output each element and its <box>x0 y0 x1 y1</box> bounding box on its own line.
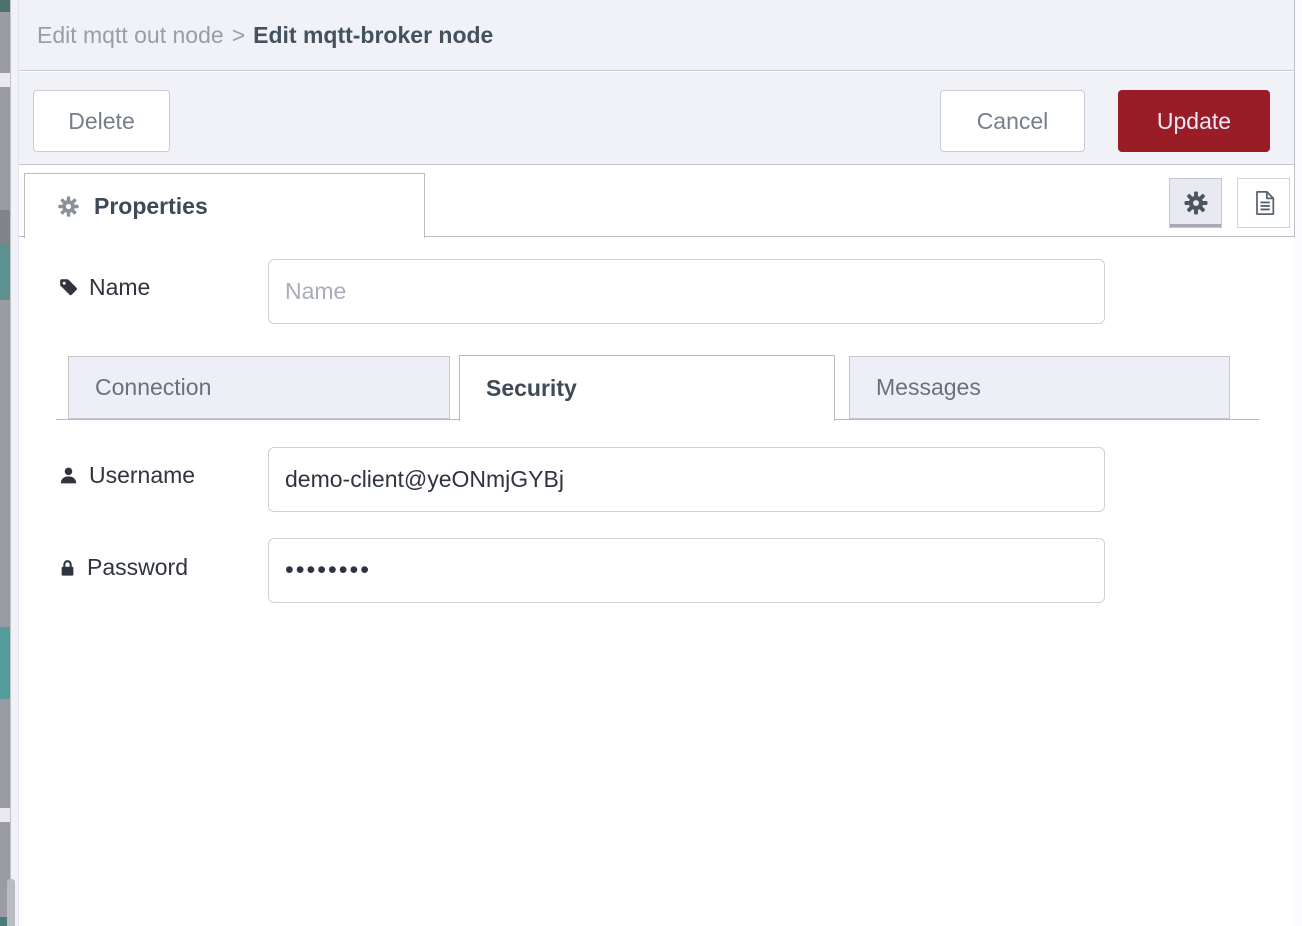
settings-gear-icon <box>1183 190 1209 216</box>
breadcrumb-parent[interactable]: Edit mqtt out node <box>37 21 224 48</box>
subtab-security[interactable]: Security <box>459 355 835 421</box>
palette-edge-segment <box>0 808 10 822</box>
node-description-button[interactable] <box>1237 178 1290 228</box>
palette-edge-segment <box>0 0 10 12</box>
breadcrumb: Edit mqtt out node > Edit mqtt-broker no… <box>11 0 1294 71</box>
username-label: Username <box>58 462 195 489</box>
doc-icon <box>1250 189 1278 217</box>
palette-edge-segment <box>0 917 10 926</box>
subtab-messages[interactable]: Messages <box>849 356 1230 419</box>
user-icon <box>58 465 79 486</box>
palette-edge-segment <box>0 73 10 87</box>
tray-resize-handle[interactable] <box>11 0 19 926</box>
name-label: Name <box>58 274 150 301</box>
broker-subtabs: Connection Security Messages <box>56 355 1259 421</box>
tag-icon <box>58 277 79 298</box>
palette-edge-segment <box>0 627 10 699</box>
password-label-text: Password <box>87 554 188 580</box>
breadcrumb-current: Edit mqtt-broker node <box>253 21 494 48</box>
scrollbar-thumb[interactable] <box>7 879 15 926</box>
breadcrumb-separator: > <box>231 21 246 48</box>
tab-properties[interactable]: Properties <box>24 173 425 238</box>
palette-edge-segment <box>0 210 10 243</box>
node-settings-button[interactable] <box>1169 178 1222 228</box>
edit-tray: Edit mqtt out node > Edit mqtt-broker no… <box>10 0 1295 926</box>
subtab-connection[interactable]: Connection <box>68 356 450 419</box>
update-button[interactable]: Update <box>1118 90 1270 152</box>
name-input[interactable] <box>268 259 1105 324</box>
palette-edge-segment <box>0 243 10 300</box>
edit-form: Name Connection Security Messages Userna… <box>19 238 1295 926</box>
lock-icon <box>58 557 77 579</box>
tray-toolbar: Delete Cancel Update <box>11 72 1294 165</box>
gear-icon <box>57 195 80 218</box>
username-input[interactable] <box>268 447 1105 512</box>
name-label-text: Name <box>89 274 151 300</box>
delete-button[interactable]: Delete <box>33 90 170 152</box>
password-label: Password <box>58 554 188 581</box>
editor-tab-bar: Properties <box>11 166 1294 238</box>
workspace-edge-strip <box>0 0 10 926</box>
password-input[interactable] <box>268 538 1105 603</box>
cancel-button[interactable]: Cancel <box>940 90 1085 152</box>
username-label-text: Username <box>89 462 196 488</box>
tab-properties-label: Properties <box>94 192 208 219</box>
